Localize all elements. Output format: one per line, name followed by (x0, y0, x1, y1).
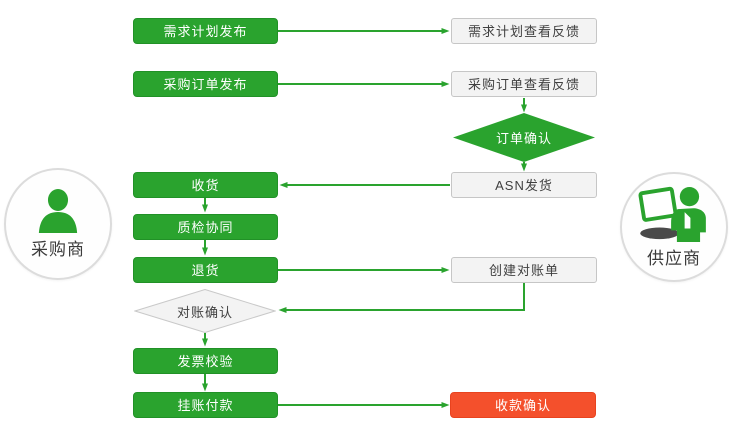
node-demand-plan-feedback: 需求计划查看反馈 (451, 18, 597, 44)
node-po-publish: 采购订单发布 (133, 71, 278, 97)
person-icon (38, 188, 78, 233)
actor-supplier: 供应商 (620, 172, 728, 282)
node-return-goods: 退货 (133, 257, 278, 283)
decision-order-confirm-label: 订单确认 (495, 131, 552, 146)
diamond-shape (134, 289, 276, 333)
diamond-shape (453, 113, 595, 162)
node-receipt-confirm: 收款确认 (450, 392, 596, 418)
node-invoice-verify: 发票校验 (133, 348, 278, 374)
node-quality-check: 质检协同 (133, 214, 278, 240)
node-demand-plan-publish: 需求计划发布 (133, 18, 278, 44)
decision-reconcile-confirm: 对账确认 (134, 289, 276, 333)
node-receive: 收货 (133, 172, 278, 198)
actor-supplier-label: 供应商 (647, 248, 701, 268)
decision-reconcile-confirm-label: 对账确认 (176, 304, 233, 320)
actor-buyer-label: 采购商 (31, 239, 85, 259)
node-asn-ship: ASN发货 (451, 172, 597, 198)
decision-order-confirm: 订单确认 (453, 113, 595, 162)
node-create-statement: 创建对账单 (451, 257, 597, 283)
actor-buyer: 采购商 (4, 168, 112, 280)
arrow-statement-to-reconcile (278, 283, 525, 313)
person-at-computer-icon (638, 186, 706, 242)
node-payment: 挂账付款 (133, 392, 278, 418)
node-po-feedback: 采购订单查看反馈 (451, 71, 597, 97)
